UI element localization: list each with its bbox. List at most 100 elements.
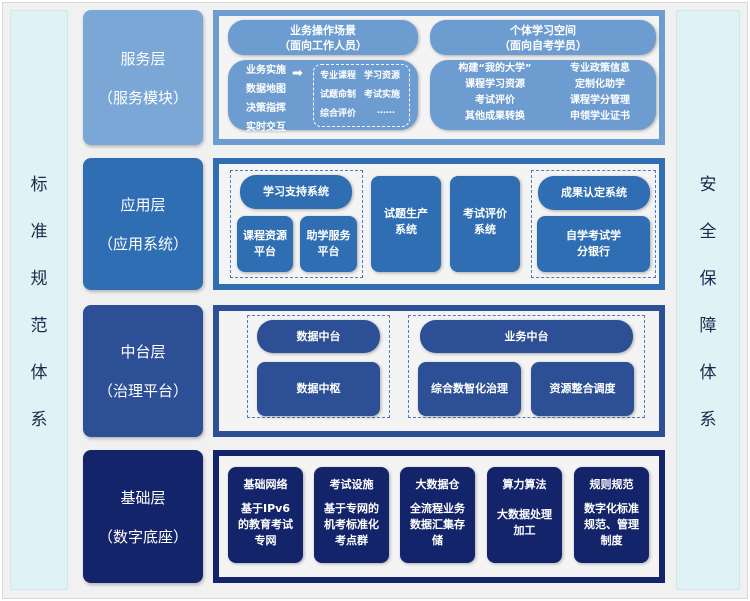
rules-standards: 规则规范数字化标准规范、管理制度	[574, 467, 649, 563]
security-system-bar: 安 全 保 障 体 系	[676, 10, 740, 590]
ops-title: 业务操作场景	[290, 23, 356, 37]
personal-item: 构建“我的大学”	[458, 63, 532, 74]
layer-sub: （服务模块）	[97, 88, 188, 107]
data-hub: 数据中枢	[257, 362, 380, 416]
bar-char: 保	[699, 269, 717, 289]
personal-item: 课程学习资源	[465, 79, 525, 90]
box-label: 综合数智化治理	[431, 382, 508, 395]
base-title: 考试设施	[329, 478, 374, 491]
bar-char: 规	[30, 269, 48, 289]
ops-item: 实时交互	[246, 122, 286, 133]
governance: 综合数智化治理	[418, 362, 521, 416]
box-label: 资源整合调度	[549, 382, 616, 395]
bar-char: 范	[30, 316, 48, 336]
ops-modules-group	[313, 64, 410, 127]
personal-item: 课程学分管理	[570, 95, 630, 106]
layer-label-application: 应用层 （应用系统）	[83, 158, 203, 290]
base-title: 基础网络	[243, 478, 288, 491]
ops-item: 数据地图	[246, 84, 286, 95]
arrow-right-icon: ➡	[292, 66, 303, 81]
box-label: 业务中台	[504, 329, 549, 343]
bar-char: 系	[699, 410, 717, 430]
data-platform: 数据中台	[257, 320, 380, 353]
layer-name: 应用层	[120, 196, 166, 214]
course-resource-platform: 课程资源平台	[237, 216, 293, 272]
base-title: 规则规范	[589, 478, 634, 491]
module-item: ……	[377, 106, 395, 116]
exam-evaluation-system: 考试评价系统	[450, 176, 520, 272]
box-label: 数据中枢	[296, 382, 341, 395]
box-label: 助学服务平台	[306, 229, 351, 258]
question-production-system: 试题生产系统	[371, 176, 441, 272]
box-label: 学习支持系统	[263, 185, 329, 198]
bar-char: 安	[699, 175, 717, 195]
base-desc: 数字化标准规范、管理制度	[584, 502, 639, 547]
module-item: 学习资源	[364, 71, 401, 81]
personal-items: 构建“我的大学” 专业政策信息 课程学习资源 定制化助学 考试评价 课程学分管理…	[440, 62, 650, 123]
personal-panel	[430, 60, 656, 130]
module-item: 试题命制	[320, 90, 357, 100]
bar-char: 体	[30, 363, 48, 383]
personal-sub: （面向自考学员）	[499, 38, 587, 52]
layer-name: 中台层	[120, 343, 166, 361]
ops-modules: 专业课程 学习资源 试题命制 考试实施 综合评价 ……	[320, 68, 408, 119]
personal-item: 定制化助学	[575, 79, 625, 90]
big-data-warehouse: 大数据仓全流程业务数据汇集存储	[400, 467, 475, 563]
data-platform-group	[247, 315, 390, 418]
personal-title: 个体学习空间	[510, 23, 576, 37]
layer-label-base: 基础层 （数字底座）	[83, 450, 203, 583]
exam-facilities: 考试设施基于专网的机考标准化考点群	[314, 467, 389, 563]
bar-char: 准	[30, 222, 48, 242]
layer-label-middle: 中台层 （治理平台）	[83, 305, 203, 437]
layer-sub: （数字底座）	[97, 527, 188, 546]
personal-item: 考试评价	[475, 95, 515, 106]
bar-char: 全	[699, 222, 717, 242]
learning-support-group	[230, 170, 363, 278]
layer-name: 服务层	[120, 49, 166, 68]
module-item: 综合评价	[320, 109, 357, 119]
layer-name: 基础层	[120, 488, 166, 507]
base-desc: 基于专网的机考标准化考点群	[324, 502, 379, 547]
box-label: 课程资源平台	[243, 229, 287, 258]
bar-char: 障	[699, 316, 717, 336]
business-platform: 业务中台	[420, 320, 633, 353]
base-title: 算力算法	[502, 478, 547, 491]
bar-char: 体	[699, 363, 717, 383]
bar-char: 系	[30, 410, 48, 430]
compute-algorithms: 算力算法大数据处理加工	[487, 467, 562, 563]
base-network: 基础网络基于IPv6的教育考试专网	[228, 467, 303, 563]
ops-list: 业务实施 数据地图 决策指挥 实时交互	[246, 61, 286, 137]
ops-scene-header: 业务操作场景（面向工作人员）	[228, 20, 418, 55]
personal-space-header: 个体学习空间（面向自考学员）	[430, 20, 656, 55]
layer-label-service: 服务层 （服务模块）	[83, 10, 203, 145]
module-item: 考试实施	[364, 90, 401, 100]
personal-item: 专业政策信息	[570, 63, 630, 74]
assist-service-platform: 助学服务平台	[300, 216, 357, 272]
learning-support-system: 学习支持系统	[240, 175, 352, 209]
ops-item: 业务实施	[246, 65, 286, 76]
personal-item: 申领学业证书	[570, 111, 630, 122]
box-label: 数据中台	[296, 329, 341, 343]
ops-sub: （面向工作人员）	[279, 38, 367, 52]
base-desc: 基于IPv6的教育考试专网	[238, 502, 293, 547]
standards-system-bar: 标 准 规 范 体 系	[10, 10, 68, 590]
base-desc: 大数据处理加工	[497, 508, 552, 537]
base-title: 大数据仓	[415, 478, 460, 491]
achievement-group	[531, 170, 656, 278]
bar-char: 标	[30, 175, 48, 195]
ops-item: 决策指挥	[246, 103, 286, 114]
ops-panel	[228, 60, 418, 130]
business-platform-group	[408, 315, 645, 418]
box-label: 考试评价系统	[463, 207, 507, 236]
module-item: 专业课程	[320, 71, 357, 81]
resource-dispatch: 资源整合调度	[531, 362, 634, 416]
layer-sub: （治理平台）	[97, 382, 188, 400]
base-desc: 全流程业务数据汇集存储	[410, 502, 465, 547]
box-label: 成果认定系统	[561, 186, 627, 199]
achievement-system: 成果认定系统	[538, 176, 650, 210]
credit-bank: 自学考试学分银行	[537, 216, 650, 272]
personal-item: 其他成果转换	[465, 111, 525, 122]
box-label: 试题生产系统	[384, 207, 428, 236]
box-label: 自学考试学分银行	[566, 229, 621, 258]
layer-sub: （应用系统）	[97, 235, 188, 253]
